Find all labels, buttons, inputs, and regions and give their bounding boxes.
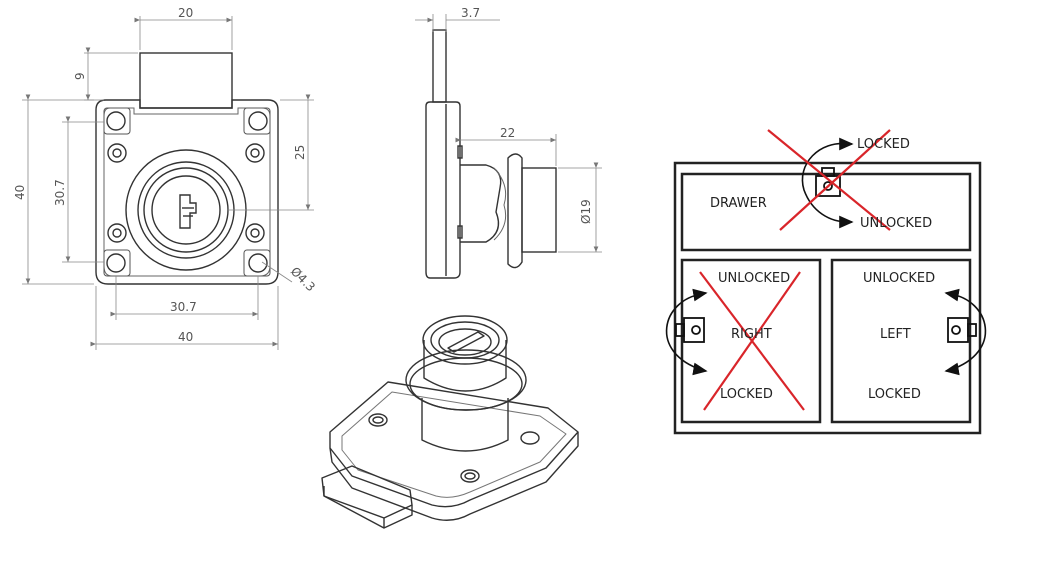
- dim-inner-height: 30.7: [53, 179, 67, 206]
- iso-tongue: [321, 465, 413, 519]
- dim-hole-diameter: Ø4.3: [288, 264, 318, 294]
- side-cylinder-neck: [460, 164, 502, 243]
- dim-width-top: 20: [178, 6, 193, 20]
- function-diagram: [673, 161, 982, 435]
- iso-plate-top: [329, 381, 579, 508]
- front-dimension-lines: [22, 16, 314, 350]
- right-door-lock-icon: [665, 288, 708, 376]
- left-door-unlocked-label: UNLOCKED: [863, 271, 935, 286]
- dim-height-left: 40: [13, 185, 27, 200]
- right-door-panel: [680, 258, 822, 424]
- right-door-unlocked-label: UNLOCKED: [718, 271, 790, 286]
- drawer-panel: [680, 172, 972, 252]
- drawer-locked-label: LOCKED: [857, 137, 910, 152]
- front-keyway: [179, 194, 197, 229]
- side-tongue: [432, 29, 447, 103]
- right-door-name-label: RIGHT: [731, 327, 772, 342]
- front-tongue: [139, 52, 233, 109]
- side-plate: [425, 101, 461, 279]
- front-plate-outline: [95, 99, 279, 285]
- dim-hole-pitch: 30.7: [170, 300, 197, 314]
- dim-tongue-height: 9: [73, 72, 87, 80]
- iso-plate-edge: [329, 432, 579, 521]
- dim-center-height: 25: [293, 145, 307, 160]
- front-view: [95, 52, 279, 285]
- right-door-cross-icon: [699, 271, 805, 411]
- drawer-cross-icon: [767, 129, 891, 231]
- drawer-unlocked-label: UNLOCKED: [860, 216, 932, 231]
- side-cylinder-body: [521, 167, 557, 253]
- iso-cylinder-top: [422, 315, 508, 365]
- cabinet-outline: [673, 161, 982, 435]
- side-cylinder-flange: [507, 153, 523, 269]
- left-door-name-label: LEFT: [880, 327, 911, 342]
- right-door-locked-label: LOCKED: [720, 387, 773, 402]
- drawer-lock-icon: [801, 137, 854, 229]
- dim-cylinder-length: 22: [500, 126, 515, 140]
- iso-cylinder-body: [421, 398, 509, 452]
- left-door-lock-icon: [944, 288, 987, 376]
- dim-plate-thickness: 3.7: [461, 6, 480, 20]
- side-dimension-lines: [415, 14, 602, 253]
- left-door-panel: [830, 258, 972, 424]
- drawer-name-label: DRAWER: [710, 196, 767, 211]
- left-door-locked-label: LOCKED: [868, 387, 921, 402]
- iso-keyway: [447, 331, 485, 353]
- isometric-view: [321, 315, 579, 529]
- dim-total-width: 40: [178, 330, 193, 344]
- dim-cylinder-diameter: Ø19: [579, 199, 593, 224]
- side-view: [425, 29, 557, 279]
